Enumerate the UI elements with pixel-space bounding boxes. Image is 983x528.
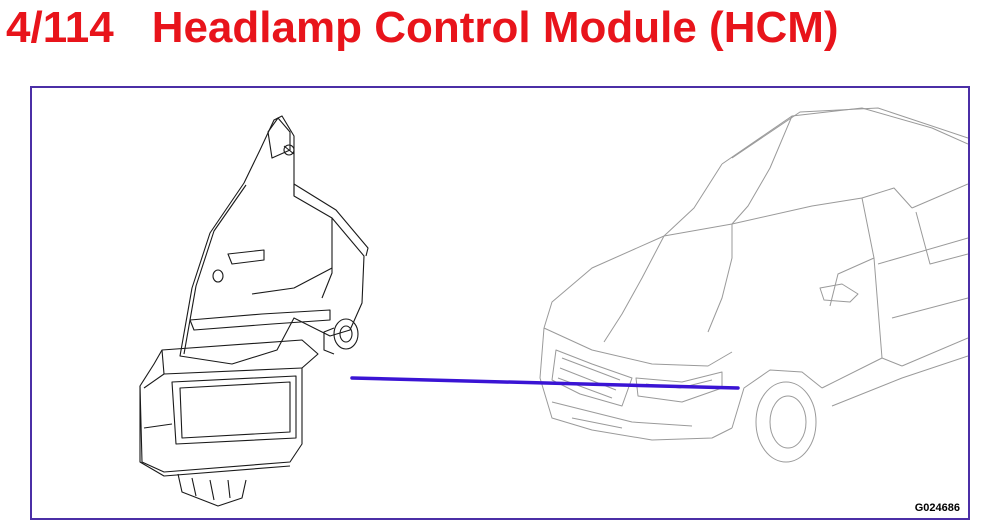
page-number: 4/114 (6, 3, 114, 52)
car-front-icon (539, 107, 968, 463)
figure-code: G024686 (914, 502, 960, 514)
illustration-frame: G024686 (30, 86, 970, 520)
illustration-svg (139, 107, 968, 507)
headlamp-control-module-icon (139, 115, 369, 507)
location-pointer-line (350, 376, 740, 390)
title-row: 4/114 Headlamp Control Module (HCM) (6, 2, 839, 54)
page-title: Headlamp Control Module (HCM) (151, 3, 839, 52)
